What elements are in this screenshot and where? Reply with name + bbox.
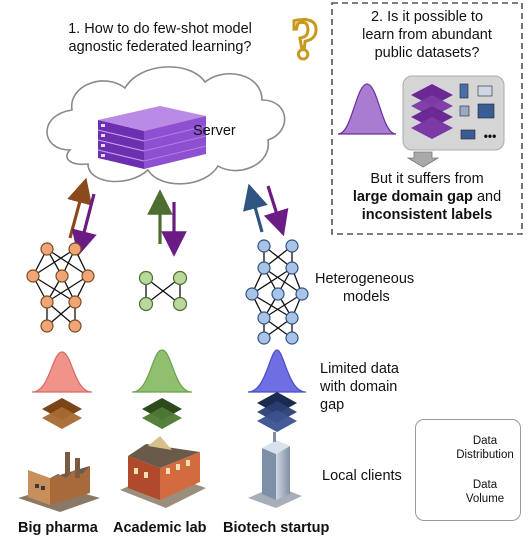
factory-icon — [18, 452, 100, 512]
legend-distribution-line-2: Distribution — [456, 449, 514, 461]
server-icon — [97, 106, 207, 169]
question-2-answer: But it suffers from large domain gap and… — [336, 170, 518, 224]
server-label: Server — [193, 123, 236, 139]
client-model-network-1 — [26, 242, 95, 333]
data-label-line-3: gap — [320, 397, 345, 413]
question-2-line-3: public datasets? — [374, 45, 480, 61]
answer-line-3: inconsistent labels — [361, 207, 493, 223]
models-label-line-1: Heterogeneous — [315, 271, 415, 287]
client-distribution-1 — [31, 351, 93, 393]
models-label-line-2: models — [343, 289, 390, 305]
question-2: 2. Is it possible to learn from abundant… — [336, 8, 518, 62]
question-1-line-2: agnostic federated learning? — [68, 39, 252, 55]
legend-volume-line-2: Volume — [465, 493, 505, 505]
question-2-line-2: learn from abundant — [362, 27, 492, 43]
answer-and: and — [476, 189, 502, 205]
answer-line-1: But it suffers from — [370, 171, 484, 187]
client-arrows — [67, 177, 289, 257]
down-arrow-icon — [406, 151, 440, 168]
answer-bold-domain-gap: large domain gap — [352, 189, 473, 205]
public-distribution-icon — [337, 83, 397, 135]
question-2-line-1: 2. Is it possible to — [370, 9, 484, 25]
models-label: Heterogeneous models — [315, 270, 435, 306]
data-label-line-2: with domain — [320, 379, 398, 395]
client-name-big-pharma: Big pharma — [18, 520, 98, 536]
client-model-network-2 — [138, 270, 188, 312]
public-data-panel — [331, 2, 523, 235]
legend-distribution-line-1: Data — [472, 435, 498, 447]
clients-label: Local clients — [322, 468, 402, 484]
client-name-academic-lab: Academic lab — [113, 520, 207, 536]
question-mark-icon: ? — [291, 6, 320, 71]
client-distribution-3 — [247, 349, 307, 393]
client-data-volume-3 — [257, 392, 297, 432]
data-label-line-1: Limited data — [320, 361, 399, 377]
legend-volume-line-1: Data — [472, 479, 498, 491]
university-building-icon — [120, 436, 206, 508]
lab-devices-icon — [459, 83, 495, 140]
legend-distribution-label: Data Distribution — [450, 434, 520, 462]
question-1: 1. How to do few-shot model agnostic fed… — [40, 20, 280, 56]
legend-box — [415, 419, 521, 521]
data-label: Limited data with domain gap — [320, 360, 440, 414]
legend-volume-label: Data Volume — [450, 478, 520, 506]
question-1-line-1: 1. How to do few-shot model — [68, 21, 252, 37]
public-datasets-panel: ••• — [402, 75, 505, 151]
client-model-network-3 — [245, 239, 309, 345]
office-tower-icon — [248, 432, 302, 508]
stacked-data-icon — [411, 84, 453, 139]
client-data-volume-2 — [142, 398, 182, 429]
client-distribution-2 — [131, 349, 193, 393]
answer-line-2: large domain gap and — [336, 188, 518, 206]
more-datasets-ellipsis: ••• — [484, 129, 497, 143]
client-data-volume-1 — [42, 398, 82, 429]
client-name-biotech-startup: Biotech startup — [223, 520, 330, 536]
